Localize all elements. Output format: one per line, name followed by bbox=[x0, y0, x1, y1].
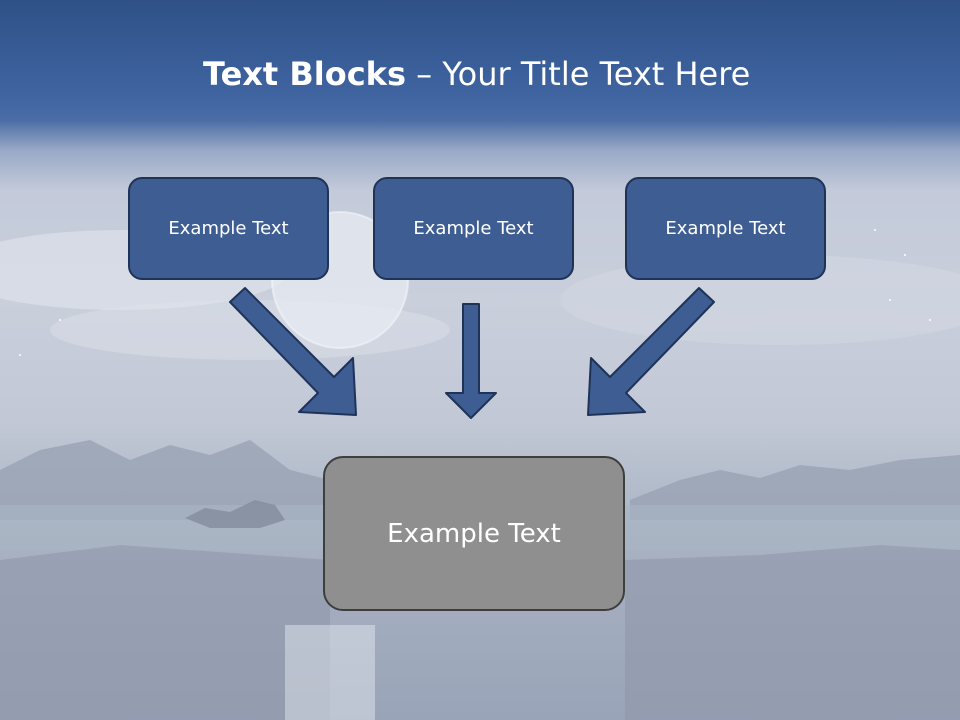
source-box-1: Example Text bbox=[128, 177, 329, 280]
title-rest-text: Your Title Text Here bbox=[442, 55, 751, 93]
result-box-label: Example Text bbox=[387, 518, 561, 549]
title-separator: – bbox=[406, 55, 443, 93]
title-bold-text: Text Blocks bbox=[203, 55, 406, 93]
slide-title: Text Blocks – Your Title Text Here bbox=[203, 54, 750, 94]
source-box-2: Example Text bbox=[373, 177, 574, 280]
source-box-3: Example Text bbox=[625, 177, 826, 280]
source-box-1-label: Example Text bbox=[168, 218, 289, 239]
source-box-3-label: Example Text bbox=[665, 218, 786, 239]
source-box-2-label: Example Text bbox=[413, 218, 534, 239]
result-box: Example Text bbox=[323, 456, 625, 611]
